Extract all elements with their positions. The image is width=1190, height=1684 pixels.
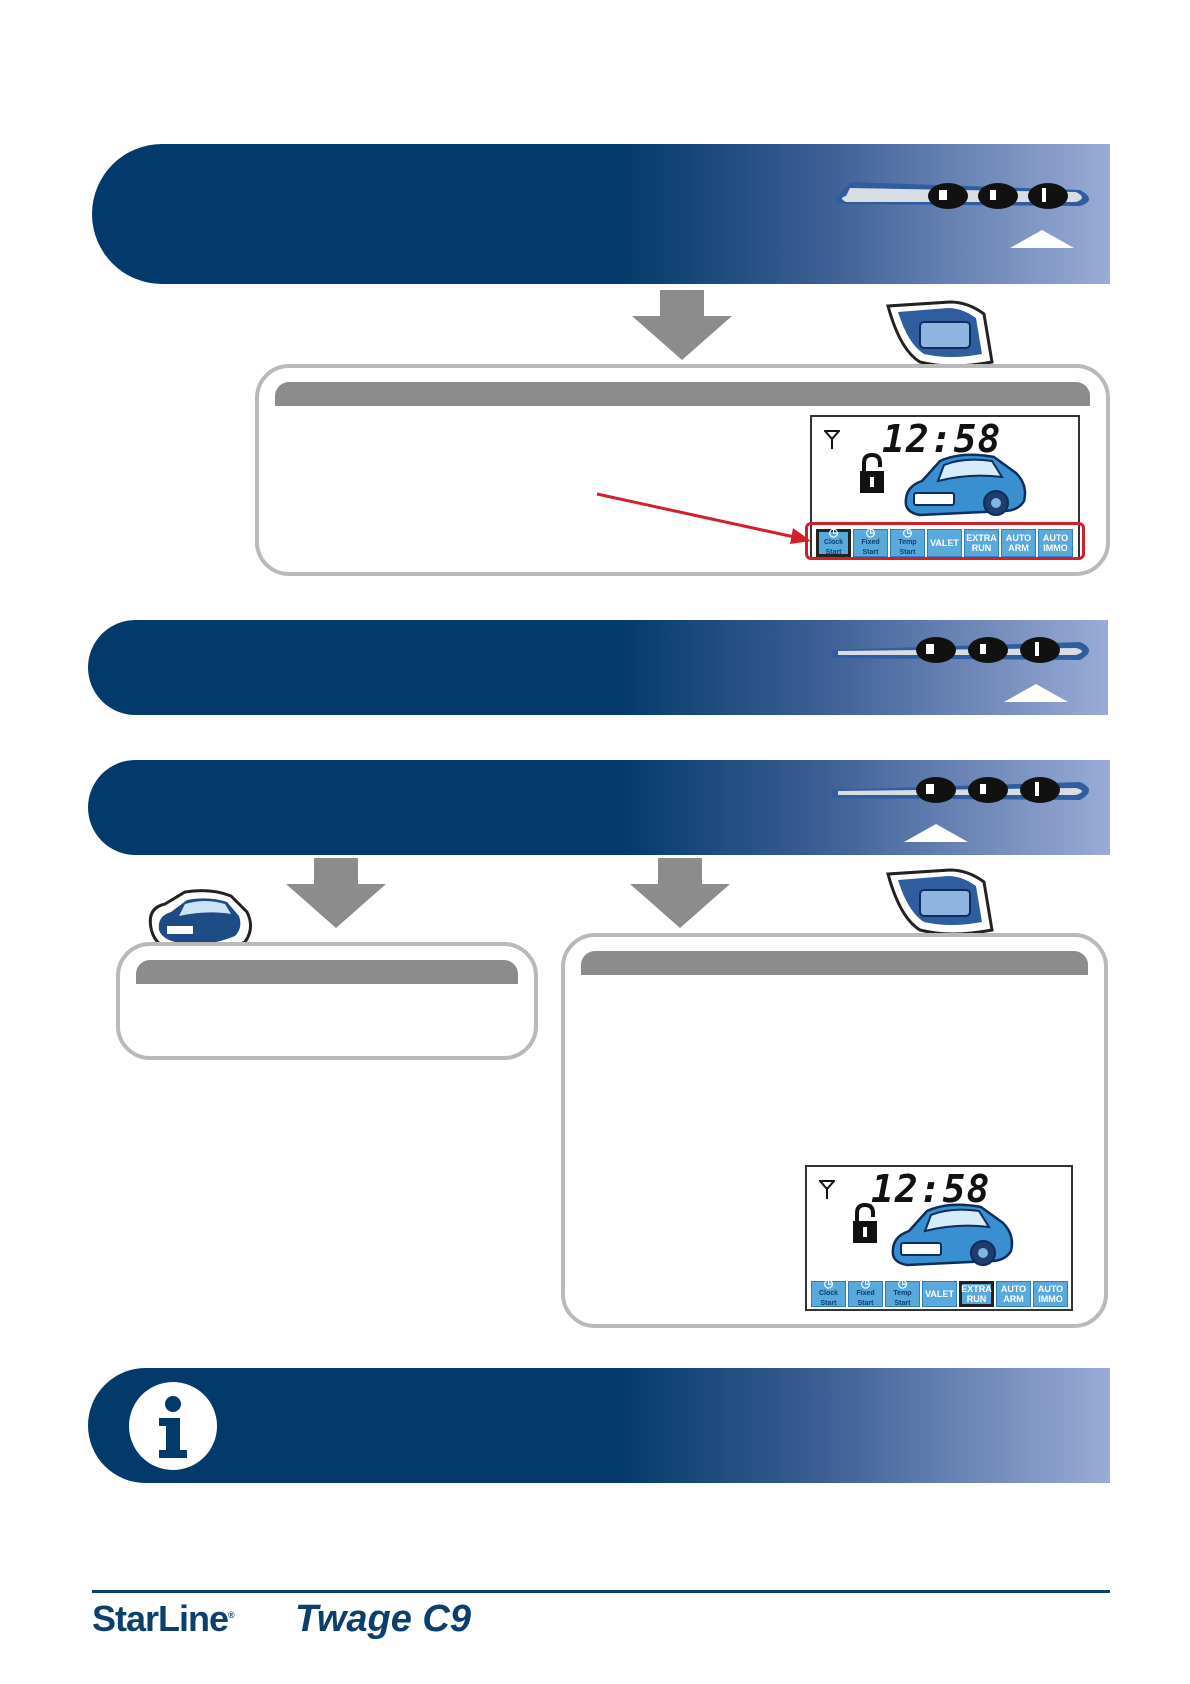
lcd-function-label: Fixed Start: [849, 1289, 882, 1309]
down-arrow-1: [632, 290, 732, 360]
lcd-function-label: AUTO: [1038, 1284, 1063, 1294]
info-banner: [88, 1368, 1110, 1483]
lcd-function-temp-start: ◷Temp Start: [885, 1281, 920, 1307]
lcd-function-label: EXTRA: [961, 1284, 992, 1294]
car-result-panel: [116, 942, 538, 1060]
antenna-icon: [824, 429, 840, 451]
lcd-function-fixed-start: ◷Fixed Start: [848, 1281, 883, 1307]
car-icon: [900, 447, 1030, 527]
unlock-icon: [851, 1203, 879, 1247]
car-icon: [887, 1197, 1017, 1277]
down-arrow-right: [630, 858, 730, 928]
lcd-function-glyph-icon: ◷: [824, 1279, 834, 1289]
lcd-function-glyph-icon: ◷: [861, 1279, 871, 1289]
footer-divider: [92, 1590, 1110, 1593]
lcd-function-label: Clock Start: [812, 1289, 845, 1309]
lcd-function-valet: VALET: [922, 1281, 957, 1307]
panel-header-bar: [581, 951, 1088, 975]
info-icon: [125, 1378, 221, 1474]
pointer-arrow: [595, 490, 815, 546]
remote-pager-icon: [880, 868, 1000, 940]
lcd-function-label: ARM: [1003, 1294, 1024, 1304]
lcd-function-label: VALET: [925, 1289, 954, 1299]
panel-header-bar: [136, 960, 518, 984]
panel-header-bar: [275, 382, 1090, 406]
highlight-frame: [805, 522, 1085, 560]
lcd-function-clock-start: ◷Clock Start: [811, 1281, 846, 1307]
key-fob-buttons-icon: [826, 628, 1102, 708]
key-fob-buttons-icon: [826, 768, 1102, 848]
pager-lcd-screen-2: 12:58 ◷Clock Start◷Fixed Start◷Temp Star…: [805, 1165, 1073, 1311]
brand-logo: StarLine®: [92, 1598, 234, 1640]
down-arrow-left: [286, 858, 386, 928]
model-name: Twage C9: [295, 1598, 471, 1641]
key-fob-buttons-icon: [830, 176, 1100, 260]
lcd-function-label: RUN: [967, 1294, 987, 1304]
lcd-function-label: IMMO: [1038, 1294, 1063, 1304]
lcd-function-label: Temp Start: [886, 1289, 919, 1309]
lcd-function-glyph-icon: ◷: [898, 1279, 908, 1289]
remote-pager-icon: [880, 300, 1000, 372]
lcd-function-label: AUTO: [1001, 1284, 1026, 1294]
antenna-icon: [819, 1179, 835, 1201]
unlock-icon: [858, 453, 886, 497]
